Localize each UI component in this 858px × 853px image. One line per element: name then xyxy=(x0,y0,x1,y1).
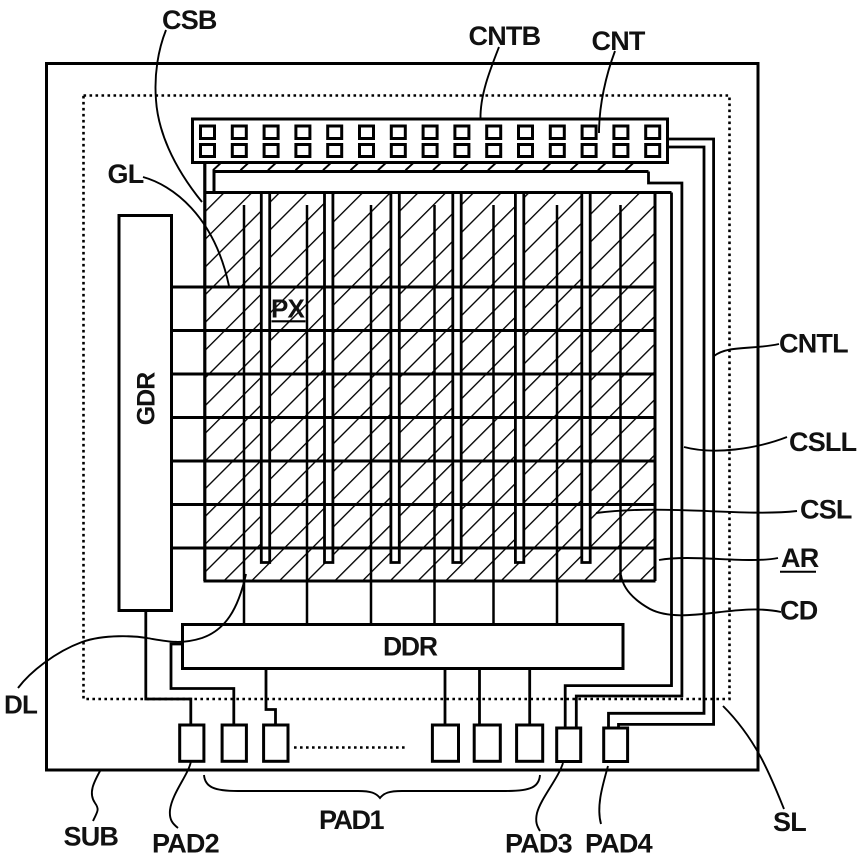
svg-text:CSB: CSB xyxy=(162,5,217,35)
svg-text:SL: SL xyxy=(773,807,806,837)
svg-text:CD: CD xyxy=(780,596,818,626)
svg-text:CNT: CNT xyxy=(592,26,646,56)
svg-text:GDR: GDR xyxy=(133,372,161,426)
svg-text:CSLL: CSLL xyxy=(789,427,857,457)
svg-text:PAD3: PAD3 xyxy=(505,829,573,853)
svg-text:SUB: SUB xyxy=(64,822,119,852)
svg-text:DL: DL xyxy=(4,690,38,720)
svg-text:CSL: CSL xyxy=(800,495,852,525)
svg-text:DDR: DDR xyxy=(383,632,438,662)
svg-text:PAD2: PAD2 xyxy=(152,829,219,853)
svg-text:CNTL: CNTL xyxy=(779,329,848,359)
svg-text:GL: GL xyxy=(108,159,144,189)
svg-text:AR: AR xyxy=(781,543,819,573)
svg-text:PAD1: PAD1 xyxy=(319,805,385,835)
svg-text:CNTB: CNTB xyxy=(469,21,541,51)
svg-text:PAD4: PAD4 xyxy=(585,829,653,853)
svg-text:PX: PX xyxy=(271,294,306,324)
